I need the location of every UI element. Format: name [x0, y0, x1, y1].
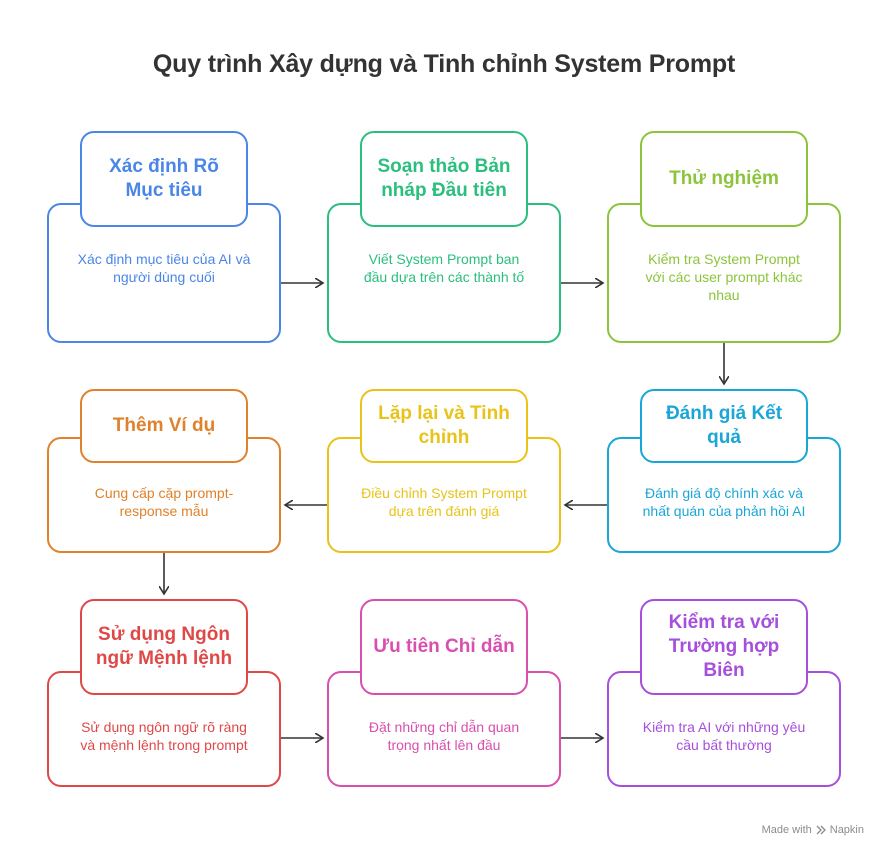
step-5-heading: Lặp lại và Tinh chỉnh — [360, 389, 528, 463]
step-6-description: Cung cấp cặp prompt-response mẫu — [94, 485, 234, 519]
step-9-description: Kiểm tra AI với những yêu cầu bất thường — [642, 719, 806, 753]
footer-label: Made with — [761, 824, 812, 836]
step-9-heading: Kiểm tra với Trường hợp Biên — [640, 599, 808, 695]
step-6-heading: Thêm Ví dụ — [80, 389, 248, 463]
step-1-description: Xác định mục tiêu của AI và người dùng c… — [77, 251, 251, 285]
diagram-title: Quy trình Xây dựng và Tinh chỉnh System … — [152, 50, 736, 78]
step-4-description: Đánh giá độ chính xác và nhất quán của p… — [642, 485, 806, 519]
napkin-logo-icon — [816, 825, 826, 835]
step-3-card: Kiểm tra System Prompt với các user prom… — [607, 203, 841, 343]
step-4-heading: Đánh giá Kết quả — [640, 389, 808, 463]
step-5-description: Điều chỉnh System Prompt dựa trên đánh g… — [361, 485, 527, 519]
step-1-heading: Xác định Rõ Mục tiêu — [80, 131, 248, 227]
footer-brand: Napkin — [829, 824, 864, 836]
step-3-heading: Thử nghiệm — [640, 131, 808, 227]
step-2-heading: Soạn thảo Bản nháp Đầu tiên — [360, 131, 528, 227]
step-8-description: Đặt những chỉ dẫn quan trọng nhất lên đầ… — [368, 719, 520, 753]
step-7-description: Sử dụng ngôn ngữ rõ ràng và mệnh lệnh tr… — [80, 719, 248, 753]
step-7-heading: Sử dụng Ngôn ngữ Mệnh lệnh — [80, 599, 248, 695]
step-8-heading: Ưu tiên Chỉ dẫn — [360, 599, 528, 695]
step-2-description: Viết System Prompt ban đầu dựa trên các … — [363, 251, 525, 285]
step-3-description: Kiểm tra System Prompt với các user prom… — [645, 251, 803, 303]
made-with-napkin: Made with Napkin — [762, 824, 864, 836]
